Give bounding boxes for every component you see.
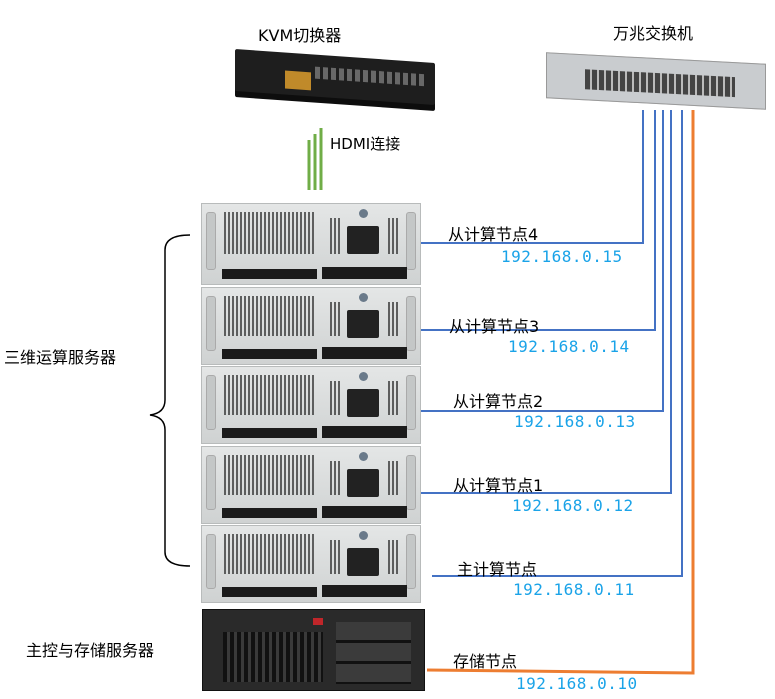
link-main-node bbox=[432, 110, 683, 577]
kvm-title: KVM切换器 bbox=[258, 26, 342, 45]
server-node1 bbox=[201, 446, 421, 524]
node-ip: 192.168.0.15 bbox=[501, 247, 623, 266]
server-node3 bbox=[201, 287, 421, 365]
node-label: 存储节点 bbox=[453, 652, 518, 671]
link-node2 bbox=[420, 110, 664, 412]
server-main-node bbox=[201, 525, 421, 603]
compute-group-label: 三维运算服务器 bbox=[4, 348, 117, 367]
node-ip: 192.168.0.14 bbox=[508, 337, 630, 356]
server-node2 bbox=[201, 366, 421, 444]
hdmi-label: HDMI连接 bbox=[330, 135, 401, 153]
link-node1 bbox=[420, 110, 672, 494]
group-brace bbox=[149, 234, 191, 567]
hdmi-cables bbox=[307, 128, 323, 190]
node-label: 从计算节点3 bbox=[449, 317, 540, 336]
node-label: 从计算节点4 bbox=[448, 225, 539, 244]
node-label: 主计算节点 bbox=[457, 560, 538, 579]
switch-title: 万兆交换机 bbox=[613, 24, 694, 43]
storage-group-label: 主控与存储服务器 bbox=[26, 641, 155, 660]
node-ip: 192.168.0.12 bbox=[512, 496, 634, 515]
link-storage-node bbox=[426, 110, 695, 675]
node-ip: 192.168.0.13 bbox=[514, 412, 636, 431]
node-label: 从计算节点2 bbox=[453, 392, 544, 411]
node-ip: 192.168.0.10 bbox=[516, 674, 638, 693]
server-node4 bbox=[201, 203, 421, 285]
link-node4 bbox=[420, 110, 644, 244]
node-ip: 192.168.0.11 bbox=[513, 580, 635, 599]
node-label: 从计算节点1 bbox=[453, 476, 544, 495]
link-node3 bbox=[420, 110, 656, 331]
storage-server bbox=[202, 609, 425, 691]
